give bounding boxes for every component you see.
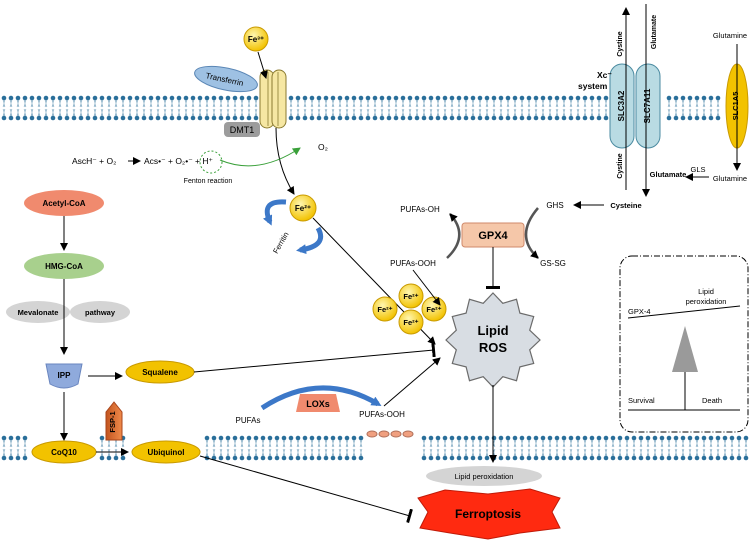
gpx4-label: GPX4 [478, 230, 508, 242]
dmt1-channel [259, 69, 287, 129]
balance-peroxidation-label: peroxidation [686, 297, 727, 306]
balance-death-label: Death [702, 396, 722, 405]
slc1a5-label: SLC1A5 [731, 92, 740, 121]
acetyl-coa-label: Acetyl-CoA [42, 199, 85, 208]
fenton-equation-right: Acs•⁻ + O₂•⁻ + H⁺ [144, 156, 214, 166]
o2-arrow [219, 147, 301, 167]
ipp-label: IPP [58, 371, 72, 380]
ipp-node [45, 363, 83, 389]
cell-membranes [1, 95, 749, 461]
pathway-node [70, 301, 130, 323]
balance-inset [619, 255, 749, 433]
ferritin-cycle-arrow-left [262, 199, 287, 226]
lipid-ros-line1: Lipid [477, 323, 508, 338]
ubiquinol-label: Ubiquinol [148, 448, 185, 457]
balance-lipid-label: Lipid [698, 287, 714, 296]
acetyl-coa-node [24, 190, 104, 216]
fsp1-node [105, 401, 123, 441]
fe2-cluster-label-2: Fe²⁺ [403, 292, 418, 301]
lipid-ros-line2: ROS [479, 340, 508, 355]
loxs-node [296, 394, 340, 412]
fe2-cluster-label-1: Fe²⁺ [377, 305, 392, 314]
cystine-out-label: Cystine [617, 31, 624, 56]
fenton-equation-left: AscH⁻ + O₂ [72, 156, 116, 166]
lox-arrow [260, 385, 382, 411]
fe3-ion [243, 26, 269, 52]
pufas-ooh-gpx4-label: PUFAs-OOH [390, 259, 436, 268]
superoxide-highlight [199, 150, 223, 174]
xc-system-name-2: system [578, 81, 608, 91]
slc3a2-label: SLC3A2 [617, 90, 626, 121]
fe3-uptake-arrow [257, 51, 268, 79]
loxs-label: LOXs [306, 399, 330, 409]
o2-label: O₂ [318, 142, 328, 152]
fe2-label: Fe²⁺ [295, 204, 311, 213]
fe2-ion [289, 194, 317, 222]
pufas-label: PUFAs [236, 416, 261, 425]
pufas-ooh-lox-to-ros-arrow [383, 357, 441, 407]
dmt1-label: DMT1 [230, 125, 255, 135]
glutamate-in-label: Glutamate [650, 170, 687, 179]
balance-survival-label: Survival [628, 396, 655, 405]
gsh-oxidation-arrow [524, 207, 539, 259]
fe2-cluster-label-3: Fe²⁺ [403, 318, 418, 327]
ubiquinol-node [131, 440, 201, 464]
cystine-in-label: Cystine [617, 153, 624, 178]
pufas-ooh-lox-label: PUFAs-OOH [359, 410, 405, 419]
glutamine-in-label: Glutamine [713, 174, 747, 183]
fe3-label: Fe³⁺ [248, 35, 264, 44]
ferritin-label: Ferritin [271, 230, 290, 255]
xc-system-name: Xc⁻ [597, 70, 612, 80]
hmg-coa-node [24, 253, 104, 279]
ghs-label: GHS [546, 201, 563, 210]
glutamine-out-label: Glutamine [713, 31, 747, 40]
fenton-label: Fenton reaction [184, 178, 233, 185]
ferroptosis-label: Ferroptosis [455, 507, 521, 521]
ferroptosis-burst [417, 488, 561, 540]
glutamate-out-label: Glutamate [651, 15, 658, 49]
cysteine-label: Cysteine [610, 201, 641, 210]
xc-transporter [609, 63, 661, 149]
squalene-label: Squalene [142, 368, 178, 377]
hmg-coa-label: HMG-CoA [45, 262, 83, 271]
fe2-cluster [372, 283, 447, 335]
pufas-oh-label: PUFAs-OH [400, 205, 440, 214]
dmt1-box [224, 122, 260, 137]
pufas-ooh-to-ros-arrow [412, 269, 441, 306]
balance-beam [627, 305, 741, 319]
lipid-peroxidation-node [426, 466, 542, 486]
gls-label: GLS [690, 165, 705, 174]
mevalonate-node [6, 301, 70, 323]
mevalonate-label: Mevalonate [18, 308, 59, 317]
pathway-label: pathway [85, 308, 116, 317]
fsp1-label: FSP-1 [108, 411, 117, 432]
balance-gpx4-label: GPX-4 [628, 307, 651, 316]
gpx4-reduction-arrow [446, 213, 461, 259]
gssg-label: GS-SG [540, 259, 566, 268]
squalene-inhibits-ros [193, 342, 436, 373]
coq10-label: CoQ10 [51, 448, 77, 457]
transferrin-protein [194, 65, 258, 93]
ferritin-cycle-arrow-right [296, 226, 324, 255]
oxidized-lipids [366, 430, 414, 438]
lipid-peroxidation-label: Lipid peroxidation [455, 472, 514, 481]
fe2-cluster-label-4: Fe²⁺ [426, 305, 441, 314]
balance-fulcrum [672, 326, 698, 372]
slc7a11-label: SLC7A11 [643, 88, 652, 123]
fe2-release-arrow [275, 127, 295, 195]
ubiquinol-inhibits-ferroptosis [199, 455, 413, 524]
